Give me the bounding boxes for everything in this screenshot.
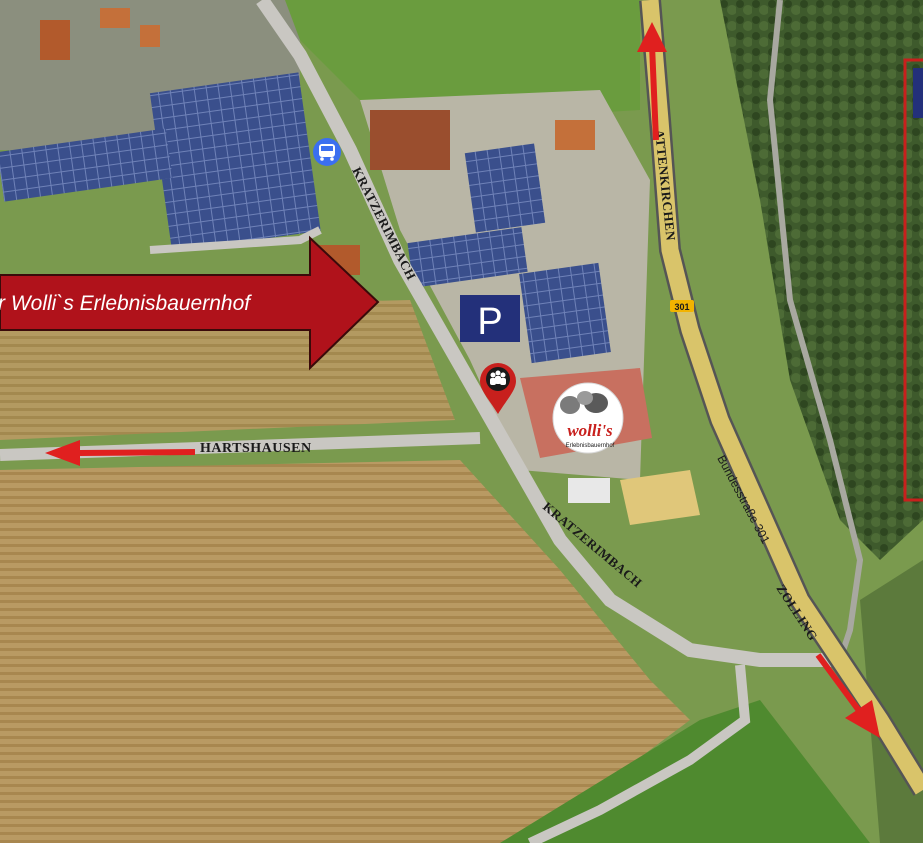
solar-roof-3	[464, 143, 546, 233]
road-number: 301	[674, 302, 689, 312]
road-b301	[641, 0, 923, 795]
road-number-badge	[670, 300, 694, 312]
solar-roof-2	[0, 128, 173, 202]
callout-arrow	[0, 235, 380, 371]
arrow-attenkirchen-head[interactable]	[637, 22, 667, 52]
green-field-south	[500, 700, 870, 843]
roof-red-3	[40, 20, 70, 60]
info-box-tab	[913, 68, 923, 118]
solar-roof-5	[519, 262, 611, 364]
farm-logo-subtitle: Erlebnisbauernhof	[566, 443, 615, 449]
shed-white	[568, 478, 610, 503]
sheep-icon	[560, 396, 580, 414]
arrow-attenkirchen-shaft	[649, 44, 659, 141]
roof-red-5	[140, 25, 160, 47]
arrow-hartshausen-shaft	[79, 449, 196, 456]
sand-arena	[620, 470, 700, 525]
green-field-north	[285, 0, 640, 120]
path-east	[766, 0, 864, 661]
callout-text: r Wolli`s Erlebnisbauernhof	[0, 292, 252, 315]
arrow-zolling-head[interactable]	[845, 700, 880, 738]
info-box-frame	[903, 58, 923, 502]
road-kratzerimbach	[256, 0, 840, 667]
forest	[720, 0, 923, 560]
label-hartshausen: HARTSHAUSEN	[200, 441, 312, 456]
farm-logo-title: wolli's	[567, 421, 613, 440]
farm-logo: wolli's Erlebnisbauernhof	[552, 382, 624, 454]
parking-letter: P	[477, 301, 502, 343]
roof-red-4	[100, 8, 130, 28]
roof-red-2	[555, 120, 595, 150]
solar-roof-4	[407, 227, 528, 288]
field-south	[0, 460, 690, 843]
solar-roof-1	[149, 72, 321, 252]
road-south	[527, 664, 751, 843]
bus-stop-icon[interactable]	[313, 138, 341, 166]
road-village	[149, 226, 322, 254]
arrow-hartshausen-head[interactable]	[45, 440, 80, 466]
meeting-point-pin-icon[interactable]	[480, 363, 516, 414]
roof-red-1	[370, 110, 450, 170]
arrow-zolling-shaft	[815, 653, 863, 714]
parking-sign[interactable]	[460, 295, 520, 342]
